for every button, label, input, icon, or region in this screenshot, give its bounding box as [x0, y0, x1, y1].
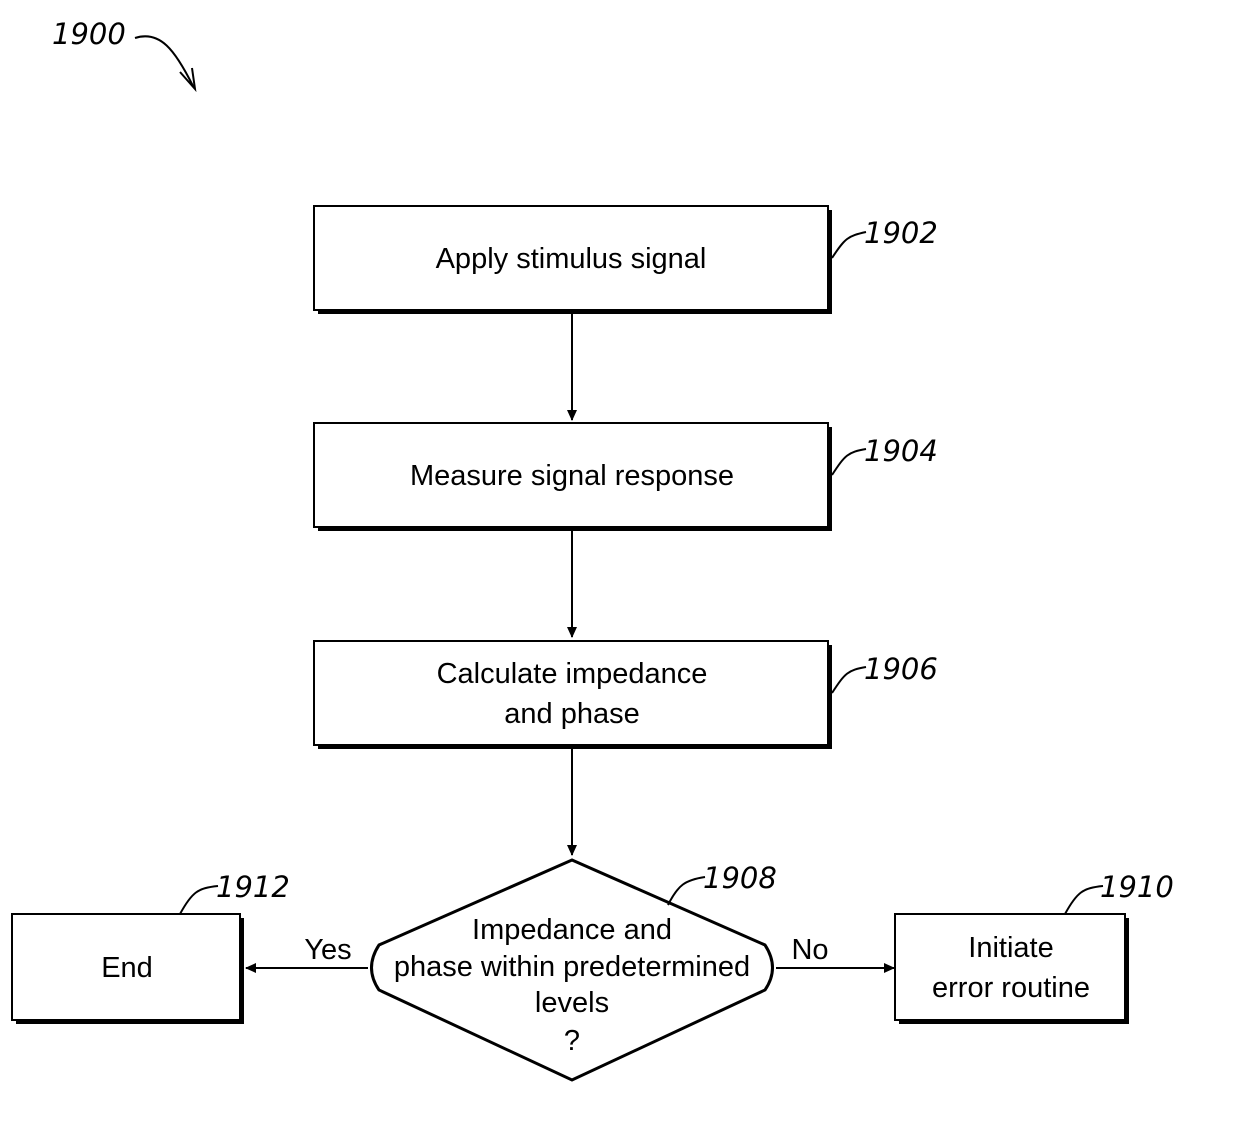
step-1904-label: Measure signal response	[410, 460, 734, 492]
step-1906-label-line1: Calculate impedance	[437, 658, 708, 690]
step-1906-ref: 1906	[864, 652, 938, 686]
step-1910-ref-leader	[1065, 886, 1103, 914]
step-1912-box: End	[12, 914, 244, 1024]
decision-1908-ref-leader	[668, 877, 705, 905]
step-1902-box: Apply stimulus signal	[314, 206, 832, 314]
step-1906-box: Calculate impedance and phase	[314, 641, 832, 749]
decision-1908-line2: phase within predetermined	[394, 951, 750, 983]
step-1910-box: Initiate error routine	[895, 914, 1129, 1024]
step-1912-label: End	[101, 952, 153, 984]
figure-ref-arrow	[135, 36, 193, 86]
figure-ref-arrowhead	[180, 68, 195, 89]
step-1910-label-line1: Initiate	[968, 932, 1053, 964]
step-1912-ref: 1912	[216, 870, 290, 904]
decision-1908-line4: ?	[564, 1025, 580, 1057]
step-1910-ref: 1910	[1100, 870, 1174, 904]
decision-1908-line1: Impedance and	[472, 914, 672, 946]
figure-ref-label: 1900	[52, 17, 126, 51]
no-label: No	[791, 934, 828, 966]
yes-label: Yes	[304, 934, 351, 966]
step-1904-box: Measure signal response	[314, 423, 832, 531]
decision-1908-ref: 1908	[703, 861, 777, 895]
step-1904-ref: 1904	[864, 434, 938, 468]
step-1904-ref-leader	[832, 449, 866, 475]
step-1902-ref: 1902	[864, 216, 938, 250]
step-1910-label-line2: error routine	[932, 972, 1090, 1004]
step-1902-label: Apply stimulus signal	[436, 243, 707, 275]
decision-1908-line3: levels	[535, 987, 609, 1019]
step-1906-ref-leader	[832, 667, 866, 693]
step-1912-ref-leader	[180, 886, 218, 914]
step-1906-label-line2: and phase	[504, 698, 639, 730]
step-1902-ref-leader	[832, 232, 866, 258]
